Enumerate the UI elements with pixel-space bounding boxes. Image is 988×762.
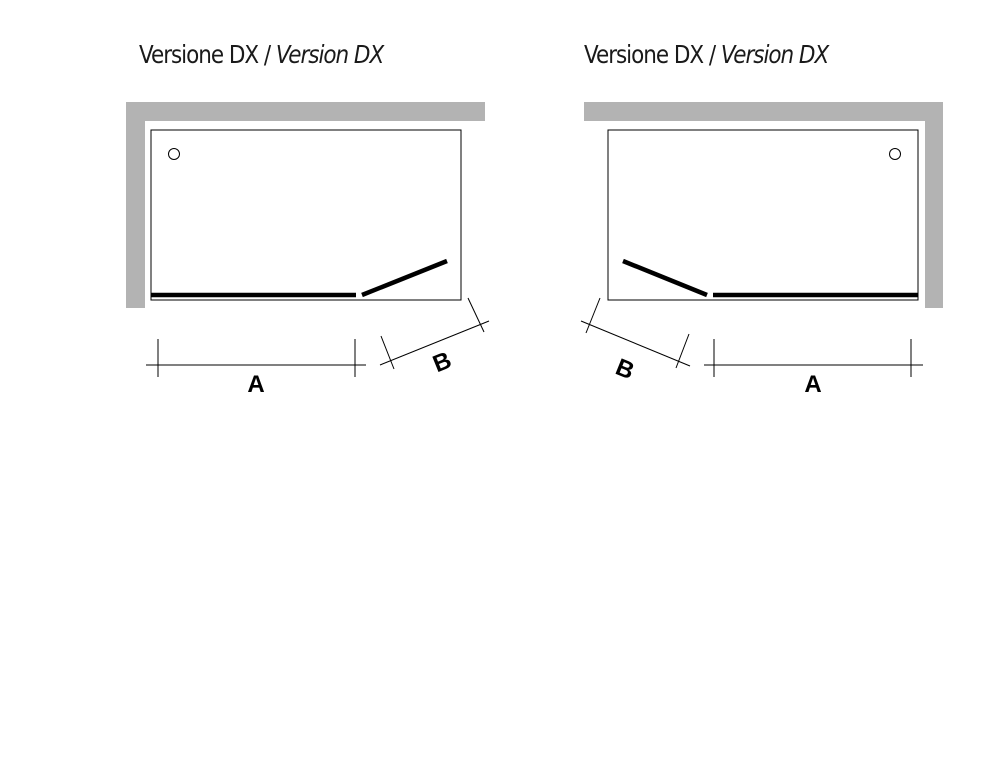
title-alt: Version DX xyxy=(275,40,384,69)
wall-left xyxy=(126,102,485,308)
shower-tray-outline xyxy=(150,129,462,301)
dimension-b-label: B xyxy=(429,347,455,379)
dimension-b xyxy=(580,297,691,369)
plan-right: B A xyxy=(580,102,943,398)
plan-left: A B xyxy=(126,102,490,398)
hinged-door-panel xyxy=(361,258,448,298)
diagram-title-left: Versione DX / Version DX xyxy=(139,40,384,69)
hinged-door-panel xyxy=(622,258,708,298)
dimension-a-label: A xyxy=(247,371,264,398)
valve-circle-icon xyxy=(889,148,901,160)
dimension-b-label: B xyxy=(612,354,638,386)
dimension-a xyxy=(704,339,923,377)
title-separator: / xyxy=(258,40,276,69)
title-separator: / xyxy=(703,40,721,69)
title-main: Versione DX xyxy=(139,40,259,69)
title-main: Versione DX xyxy=(584,40,704,69)
wall-right xyxy=(584,102,943,308)
dimension-b xyxy=(379,297,490,370)
diagram-title-right: Versione DX / Version DX xyxy=(584,40,829,69)
valve-circle-icon xyxy=(168,148,180,160)
dimension-a-label: A xyxy=(804,371,821,398)
dimension-a xyxy=(146,339,366,377)
shower-tray-outline xyxy=(607,129,919,301)
title-alt: Version DX xyxy=(720,40,829,69)
